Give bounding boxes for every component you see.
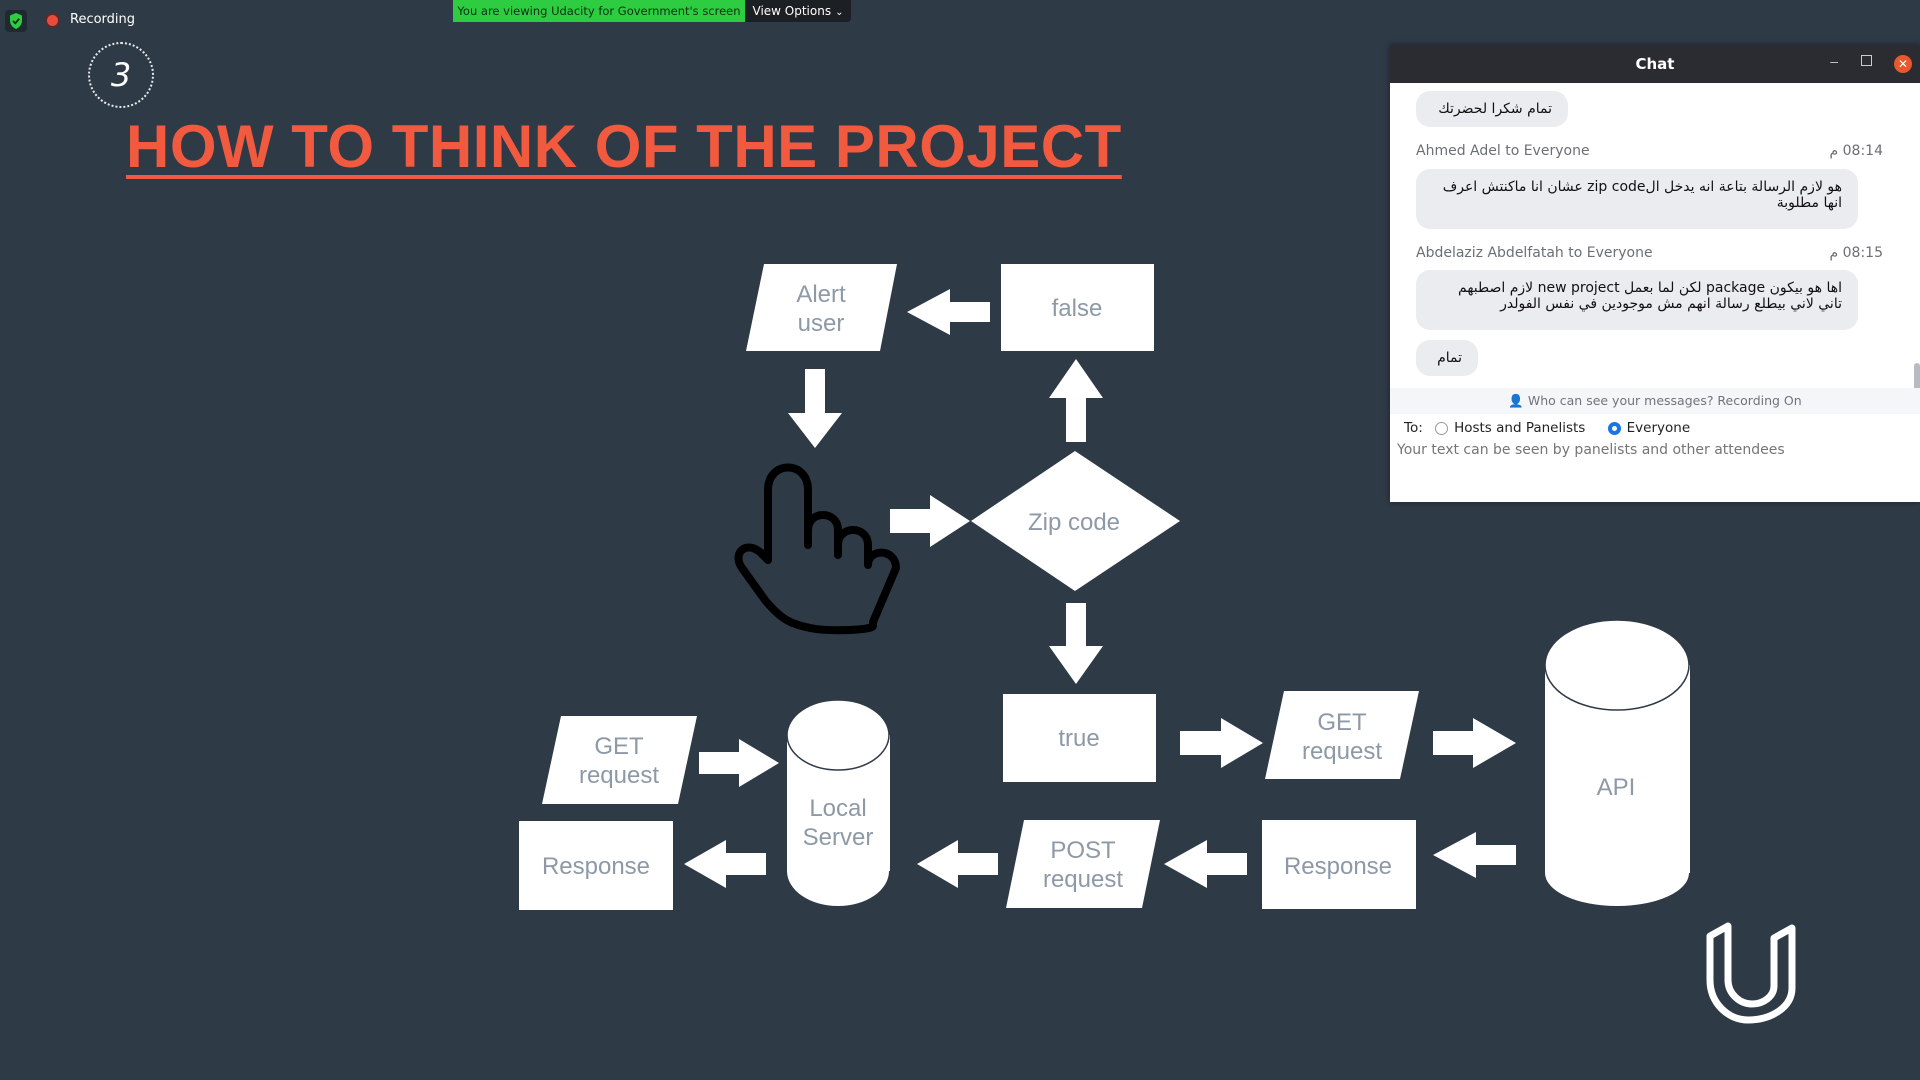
person-icon: 👤 xyxy=(1508,393,1524,408)
arrow-zip-to-true xyxy=(1049,603,1103,684)
zip-code-label: Zip code xyxy=(1028,509,1120,536)
true-label: true xyxy=(1058,725,1099,752)
alert-user-label-1: Alert xyxy=(796,281,846,308)
chat-message: تمام xyxy=(1416,340,1478,376)
arrow-alert-down xyxy=(788,369,842,448)
chat-message: تمام شكرا لحضرتك xyxy=(1416,91,1568,127)
message-line: تاني لاني بيطلع رسالة انهم مش موجودين في… xyxy=(1500,296,1842,312)
close-icon: ✕ xyxy=(1897,57,1909,71)
message-time: 08:14 م xyxy=(1829,143,1883,159)
privacy-text: Who can see your messages? Recording On xyxy=(1527,393,1802,408)
message-time: 08:15 م xyxy=(1829,245,1883,261)
udacity-logo-icon xyxy=(1706,922,1796,1024)
message-sender: Ahmed Adel to Everyone xyxy=(1416,143,1590,159)
chat-message: اها هو بيكون package لكن لما بعمل new pr… xyxy=(1416,270,1858,330)
chat-panel: Chat – ✕ تمام شكرا لحضرتك Ahmed Adel to … xyxy=(1390,45,1920,502)
message-sender: Abdelaziz Abdelfatah to Everyone xyxy=(1416,245,1653,261)
alert-user-label-2: user xyxy=(798,310,845,337)
radio-selected-icon xyxy=(1607,422,1621,435)
page-title: HOW TO THINK OF THE PROJECT xyxy=(126,113,1122,180)
post-request-node xyxy=(1006,820,1160,908)
post-request-label-1: POST xyxy=(1050,837,1116,864)
privacy-note[interactable]: 👤 Who can see your messages? Recording O… xyxy=(1390,388,1920,414)
chat-message-input[interactable] xyxy=(1395,441,1909,459)
chat-scrollbar[interactable] xyxy=(1914,363,1920,388)
response-local-label: Response xyxy=(542,853,650,880)
chevron-down-icon: ⌄ xyxy=(835,7,844,18)
response-api-label: Response xyxy=(1284,853,1392,880)
get-request-local-node xyxy=(542,716,697,804)
local-server-label-2: Server xyxy=(803,824,874,851)
message-meta: Ahmed Adel to Everyone 08:14 م xyxy=(1416,143,1883,159)
get-request-local-label-1: GET xyxy=(594,733,644,760)
local-server-label-1: Local xyxy=(809,795,866,822)
radio-label: Hosts and Panelists xyxy=(1454,420,1586,436)
chat-header[interactable]: Chat – ✕ xyxy=(1390,45,1920,83)
alert-user-node xyxy=(746,264,897,351)
response-api-node xyxy=(1262,820,1416,909)
get-request-api-node xyxy=(1265,691,1419,779)
get-request-api-label-1: GET xyxy=(1317,709,1367,736)
recording-icon xyxy=(47,15,58,26)
arrow-response-to-post xyxy=(1164,840,1247,888)
arrow-get-to-local xyxy=(699,739,779,787)
arrow-hand-to-zip xyxy=(890,495,970,547)
arrow-local-to-response xyxy=(684,840,766,888)
api-label: API xyxy=(1597,774,1636,801)
api-database xyxy=(1544,619,1690,906)
slide-number: 3 xyxy=(88,42,154,108)
hand-pointer-icon xyxy=(734,463,900,635)
get-request-local-label-2: request xyxy=(579,762,659,789)
recipient-row: To: Hosts and Panelists Everyone xyxy=(1404,420,1690,436)
radio-hosts-panelists[interactable]: Hosts and Panelists xyxy=(1435,420,1585,436)
minimize-button[interactable]: – xyxy=(1830,53,1838,69)
false-label: false xyxy=(1052,295,1103,322)
viewing-banner: You are viewing Udacity for Government's… xyxy=(453,0,745,22)
chat-message: هو لازم الرسالة بتاعة انه يدخل الzip cod… xyxy=(1416,169,1858,229)
radio-icon xyxy=(1435,422,1449,435)
arrow-false-to-alert xyxy=(907,289,990,335)
maximize-button[interactable] xyxy=(1861,55,1872,66)
arrow-zip-to-false xyxy=(1049,359,1103,442)
zip-code-node xyxy=(971,451,1180,591)
post-request-label-2: request xyxy=(1043,866,1123,893)
local-server-database xyxy=(786,699,890,906)
false-node xyxy=(1001,264,1154,351)
chat-messages[interactable]: تمام شكرا لحضرتك Ahmed Adel to Everyone … xyxy=(1390,83,1920,388)
radio-everyone[interactable]: Everyone xyxy=(1607,420,1691,436)
chat-title: Chat xyxy=(1635,55,1675,73)
view-options-button[interactable]: View Options⌄ xyxy=(745,0,851,22)
arrow-post-to-local xyxy=(917,840,998,888)
get-request-api-label-2: request xyxy=(1302,738,1382,765)
message-line: اها هو بيكون package لكن لما بعمل new pr… xyxy=(1458,280,1842,296)
true-node xyxy=(1003,694,1156,782)
view-options-label: View Options xyxy=(752,4,832,18)
message-line: انها مطلوبة xyxy=(1776,195,1842,211)
arrow-get-to-api xyxy=(1433,718,1516,768)
radio-label: Everyone xyxy=(1626,420,1691,436)
message-line: هو لازم الرسالة بتاعة انه يدخل الzip cod… xyxy=(1442,179,1842,195)
arrow-api-to-response xyxy=(1433,832,1516,878)
message-meta: Abdelaziz Abdelfatah to Everyone 08:15 م xyxy=(1416,245,1883,261)
to-label: To: xyxy=(1404,420,1423,436)
recording-label: Recording xyxy=(70,12,136,27)
shield-icon[interactable] xyxy=(5,10,27,32)
close-button[interactable]: ✕ xyxy=(1894,55,1912,73)
arrow-true-to-get xyxy=(1180,718,1263,768)
response-local-node xyxy=(519,821,673,910)
